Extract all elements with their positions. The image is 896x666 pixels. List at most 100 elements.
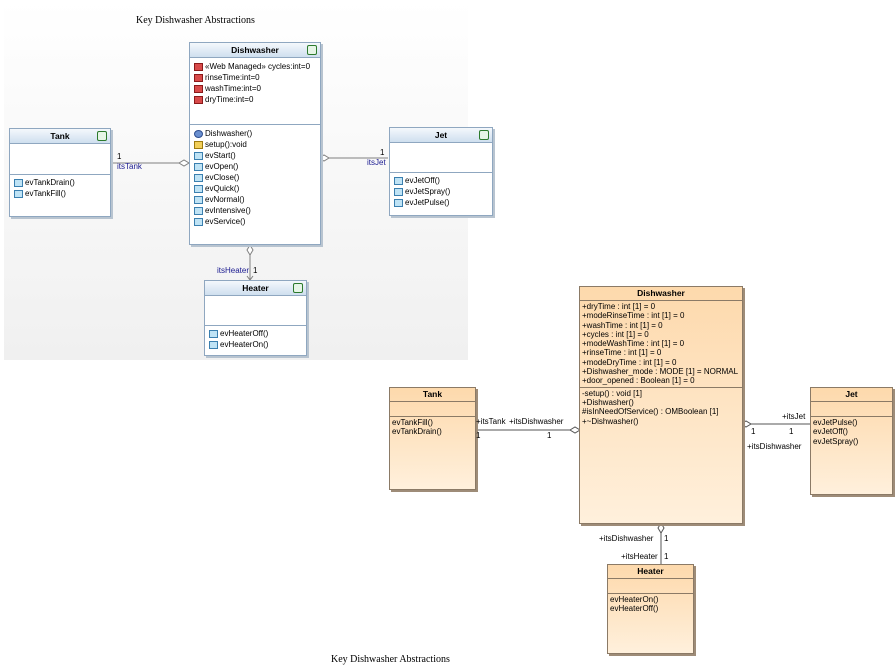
left-dishwasher-operations: Dishwasher() setup():void evStart() evOp… bbox=[190, 125, 320, 227]
attribute-icon bbox=[194, 84, 203, 93]
attribute-item[interactable]: +Dishwasher_mode : MODE [1] = NORMAL bbox=[582, 367, 739, 377]
left-jet-class-header: Jet bbox=[390, 128, 492, 143]
private-operation-icon bbox=[194, 140, 203, 149]
left-jet-class[interactable]: Jet evJetOff() evJetSpray() evJetPulse() bbox=[389, 127, 493, 216]
constructor-icon bbox=[194, 129, 203, 138]
left-tank-role-label: itsTank bbox=[117, 162, 142, 171]
left-heater-operations: evHeaterOff() evHeaterOn() bbox=[205, 326, 306, 350]
left-dishwasher-class-header: Dishwasher bbox=[190, 43, 320, 58]
operation-item[interactable]: +Dishwasher() bbox=[582, 397, 634, 407]
attribute-item[interactable]: dryTime:int=0 bbox=[190, 94, 320, 105]
right-tank-back-role-label: +itsDishwasher bbox=[509, 417, 564, 426]
operation-item[interactable]: evHeaterOn() bbox=[205, 339, 306, 350]
attribute-item[interactable]: +modeDryTime : int [1] = 0 bbox=[582, 357, 677, 367]
left-heater-role-label: itsHeater bbox=[217, 266, 250, 275]
event-reception-icon bbox=[209, 329, 218, 338]
right-jet-back-multiplicity: 1 bbox=[751, 427, 756, 436]
right-tank-back-multiplicity: 1 bbox=[547, 431, 552, 440]
left-jet-class-name: Jet bbox=[434, 130, 448, 140]
operation-item[interactable]: Dishwasher() bbox=[190, 128, 320, 139]
left-tank-class-header: Tank bbox=[10, 129, 110, 144]
right-jet-aggregation-diamond bbox=[740, 420, 752, 428]
operation-item[interactable]: evStart() bbox=[190, 150, 320, 161]
operation-item[interactable]: evJetSpray() bbox=[390, 186, 492, 197]
event-reception-icon bbox=[194, 195, 203, 204]
operation-item[interactable]: evJetPulse() bbox=[390, 197, 492, 208]
right-dishwasher-attributes: +dryTime : int [1] = 0 +modeRinseTime : … bbox=[580, 301, 742, 388]
right-jet-back-role-label: +itsDishwasher bbox=[747, 442, 802, 451]
class-tag-icon bbox=[479, 130, 489, 140]
right-dishwasher-class[interactable]: Dishwasher +dryTime : int [1] = 0 +modeR… bbox=[579, 286, 743, 524]
attribute-item[interactable]: +modeWashTime : int [1] = 0 bbox=[582, 339, 685, 349]
left-jet-operations: evJetOff() evJetSpray() evJetPulse() bbox=[390, 173, 492, 208]
operation-item[interactable]: evQuick() bbox=[190, 183, 320, 194]
event-reception-icon bbox=[394, 187, 403, 196]
right-jet-class[interactable]: Jet evJetPulse() evJetOff() evJetSpray() bbox=[810, 387, 893, 495]
operation-item[interactable]: setup():void bbox=[190, 139, 320, 150]
right-heater-aggregation-diamond bbox=[657, 522, 665, 534]
attribute-item[interactable]: +rinseTime : int [1] = 0 bbox=[582, 348, 662, 358]
operation-item[interactable]: evHeaterOff() bbox=[610, 604, 659, 614]
event-reception-icon bbox=[194, 217, 203, 226]
right-jet-operations: evJetPulse() evJetOff() evJetSpray() bbox=[811, 417, 892, 447]
right-heater-class[interactable]: Heater evHeaterOn() evHeaterOff() bbox=[607, 564, 694, 654]
operation-item[interactable]: evHeaterOff() bbox=[205, 328, 306, 339]
operation-item[interactable]: evJetPulse() bbox=[813, 418, 858, 427]
right-tank-operations: evTankFill() evTankDrain() bbox=[390, 417, 475, 438]
left-tank-aggregation-diamond bbox=[178, 159, 190, 167]
operation-item[interactable]: evService() bbox=[190, 216, 320, 227]
left-dishwasher-class-name: Dishwasher bbox=[231, 45, 279, 55]
operation-item[interactable]: evHeaterOn() bbox=[610, 595, 659, 604]
operation-item[interactable]: evTankDrain() bbox=[10, 177, 110, 188]
right-heater-attributes bbox=[608, 579, 693, 594]
right-heater-role-label: +itsHeater bbox=[621, 552, 658, 561]
left-tank-class[interactable]: Tank evTankDrain() evTankFill() bbox=[9, 128, 111, 217]
right-tank-class[interactable]: Tank evTankFill() evTankDrain() bbox=[389, 387, 476, 490]
event-reception-icon bbox=[394, 198, 403, 207]
attribute-item[interactable]: +modeRinseTime : int [1] = 0 bbox=[582, 311, 685, 321]
attribute-item[interactable]: «Web Managed» cycles:int=0 bbox=[190, 61, 320, 72]
left-heater-class-header: Heater bbox=[205, 281, 306, 296]
event-reception-icon bbox=[194, 162, 203, 171]
event-reception-icon bbox=[209, 340, 218, 349]
operation-item[interactable]: #isInNeedOfService() : OMBoolean [1] bbox=[582, 407, 719, 417]
left-tank-operations: evTankDrain() evTankFill() bbox=[10, 175, 110, 199]
attribute-icon bbox=[194, 73, 203, 82]
attribute-item[interactable]: washTime:int=0 bbox=[190, 83, 320, 94]
operation-item[interactable]: -setup() : void [1] bbox=[582, 388, 643, 398]
operation-item[interactable]: evNormal() bbox=[190, 194, 320, 205]
right-diagram-title: Key Dishwasher Abstractions bbox=[331, 654, 450, 665]
operation-item[interactable]: evTankDrain() bbox=[392, 427, 442, 437]
class-tag-icon bbox=[293, 283, 303, 293]
operation-item[interactable]: evClose() bbox=[190, 172, 320, 183]
left-jet-role-label: itsJet bbox=[367, 158, 386, 167]
left-heater-attributes bbox=[205, 296, 306, 326]
event-reception-icon bbox=[194, 173, 203, 182]
operation-item[interactable]: evJetOff() bbox=[813, 427, 848, 437]
operation-item[interactable]: +~Dishwasher() bbox=[582, 416, 639, 426]
right-dishwasher-operations: -setup() : void [1] +Dishwasher() #isInN… bbox=[580, 388, 742, 427]
operation-item[interactable]: evOpen() bbox=[190, 161, 320, 172]
left-heater-class[interactable]: Heater evHeaterOff() evHeaterOn() bbox=[204, 280, 307, 356]
attribute-item[interactable]: +dryTime : int [1] = 0 bbox=[582, 302, 656, 311]
operation-item[interactable]: evIntensive() bbox=[190, 205, 320, 216]
attribute-icon bbox=[194, 62, 203, 71]
attribute-item[interactable]: +door_opened : Boolean [1] = 0 bbox=[582, 376, 695, 386]
attribute-item[interactable]: +washTime : int [1] = 0 bbox=[582, 320, 663, 330]
right-tank-attributes bbox=[390, 402, 475, 417]
right-heater-back-multiplicity: 1 bbox=[664, 534, 669, 543]
attribute-icon bbox=[194, 95, 203, 104]
class-tag-icon bbox=[307, 45, 317, 55]
attribute-item[interactable]: rinseTime:int=0 bbox=[190, 72, 320, 83]
operation-item[interactable]: evJetOff() bbox=[390, 175, 492, 186]
attribute-item[interactable]: +cycles : int [1] = 0 bbox=[582, 329, 649, 339]
left-heater-aggregation-diamond bbox=[246, 244, 254, 256]
right-tank-class-name: Tank bbox=[390, 388, 475, 402]
event-reception-icon bbox=[194, 151, 203, 160]
operation-item[interactable]: evJetSpray() bbox=[813, 436, 859, 446]
right-heater-operations: evHeaterOn() evHeaterOff() bbox=[608, 594, 693, 615]
operation-item[interactable]: evTankFill() bbox=[392, 418, 433, 427]
left-dishwasher-class[interactable]: Dishwasher «Web Managed» cycles:int=0 ri… bbox=[189, 42, 321, 245]
operation-item[interactable]: evTankFill() bbox=[10, 188, 110, 199]
